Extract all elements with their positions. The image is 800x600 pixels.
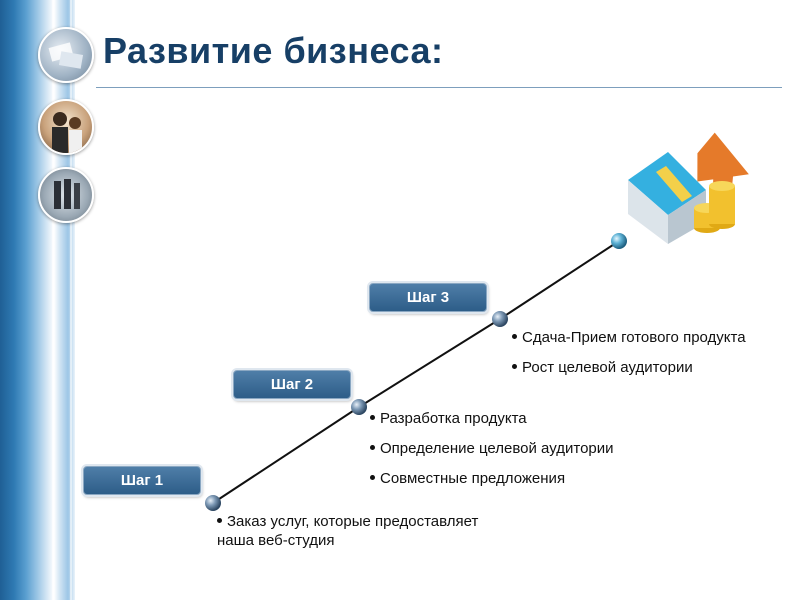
step-2-box: Шаг 2 <box>233 370 351 399</box>
step-3-box: Шаг 3 <box>369 283 487 312</box>
step-node <box>351 399 367 415</box>
business-people-icon <box>38 99 94 155</box>
step-3-list: Сдача-Прием готового продукта Рост целев… <box>512 328 797 388</box>
list-item: Разработка продукта <box>370 409 670 428</box>
building-coins-icon <box>628 132 749 244</box>
list-item: Определение целевой аудитории <box>370 439 670 458</box>
walking-people-icon <box>38 167 94 223</box>
band-stripe <box>70 0 72 600</box>
list-item: Заказ услуг, которые предоставляет наша … <box>217 513 479 549</box>
step-1-list: Заказ услуг, которые предоставляет наша … <box>217 512 507 561</box>
step-1-box: Шаг 1 <box>83 466 201 495</box>
step-2-list: Разработка продукта Определение целевой … <box>370 409 670 499</box>
papers-photo-icon <box>38 27 94 83</box>
list-item: Рост целевой аудитории <box>512 358 797 377</box>
title-divider <box>96 87 782 88</box>
step-node <box>492 311 508 327</box>
growth-line <box>212 240 620 504</box>
band-stripe <box>52 0 54 600</box>
list-item: Сдача-Прием готового продукта <box>512 328 797 347</box>
page-title: Развитие бизнеса: <box>103 30 444 71</box>
list-item: Совместные предложения <box>370 469 670 488</box>
goal-node <box>611 233 627 249</box>
step-node <box>205 495 221 511</box>
